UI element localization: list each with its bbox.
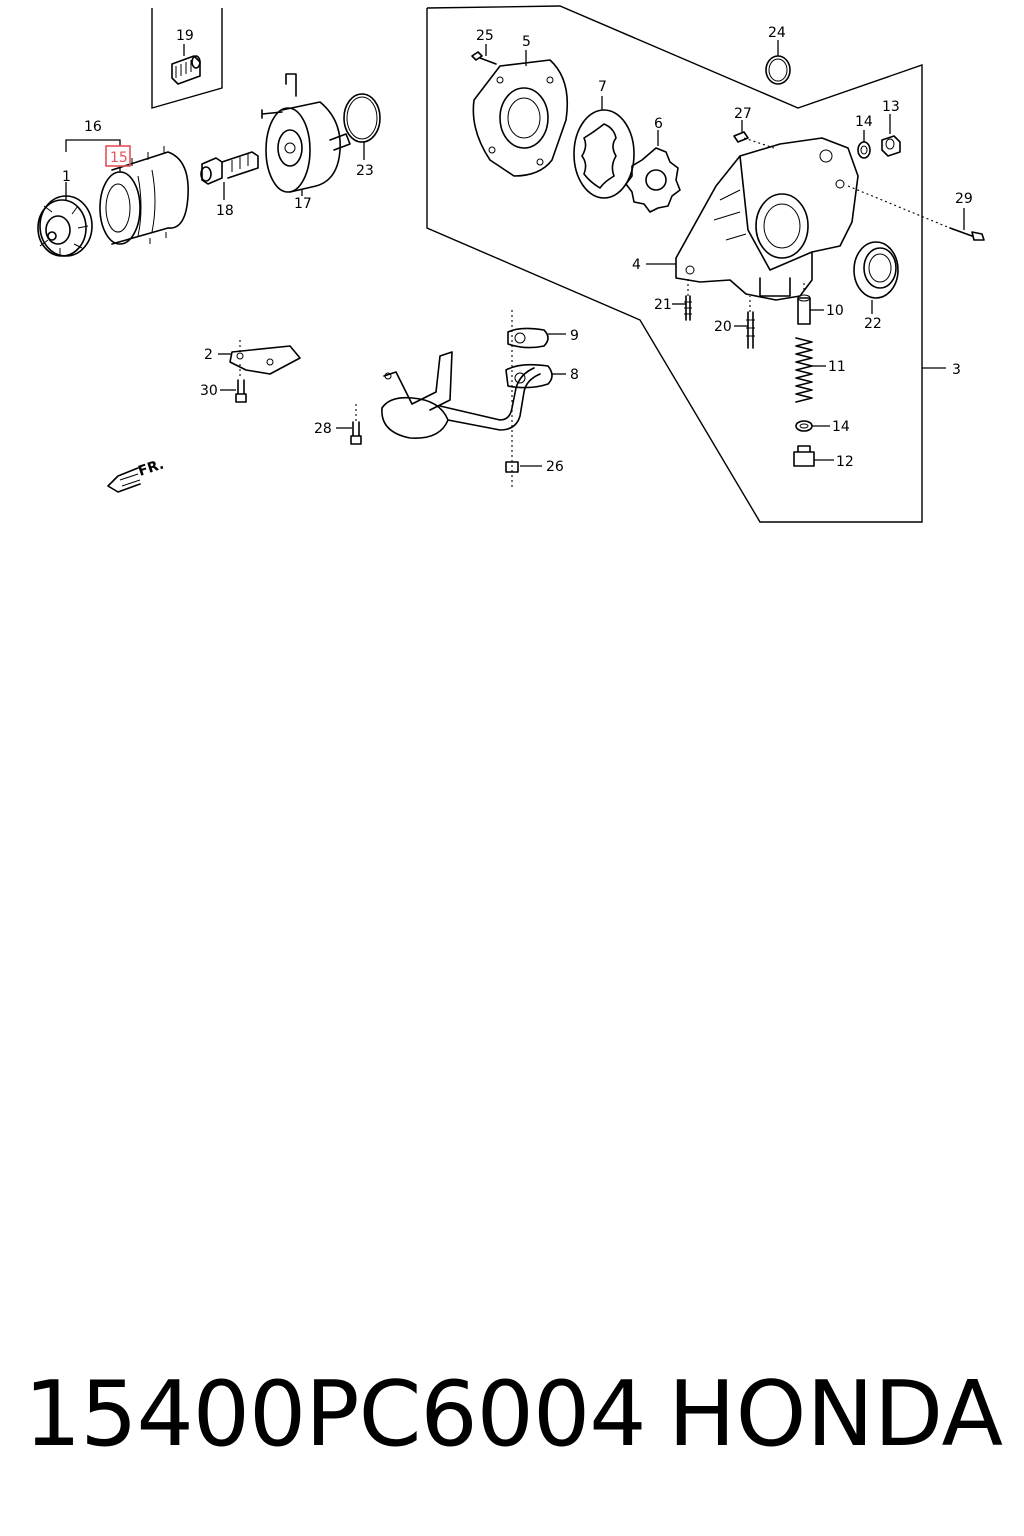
part-12-plug	[793, 445, 815, 467]
brand-name: HONDA	[668, 1362, 1004, 1467]
callout-18: 18	[216, 203, 234, 219]
part-23-o-ring	[343, 93, 381, 143]
callout-24: 24	[768, 25, 786, 41]
part-27-dowel	[733, 131, 775, 149]
callout-16: 16	[84, 119, 102, 135]
callout-12: 12	[836, 454, 854, 470]
callout-27: 27	[734, 106, 752, 122]
leader-lines	[65, 40, 965, 467]
callout-13: 13	[882, 99, 900, 115]
callout-5: 5	[522, 34, 531, 50]
part-19-box	[151, 8, 223, 109]
part-7-outer-rotor	[573, 109, 635, 199]
front-direction-label: FR.	[136, 457, 166, 480]
part-20-stud	[746, 296, 755, 349]
part-26-nut	[505, 461, 519, 473]
callout-9: 9	[570, 328, 579, 344]
part-30-bolt	[235, 364, 247, 403]
part-11-spring	[795, 337, 813, 403]
part-28-bolt-left	[350, 404, 362, 445]
part-24-o-ring	[765, 55, 791, 85]
callout-6: 6	[654, 116, 663, 132]
callout-22: 22	[864, 316, 882, 332]
parts-diagram: FR. 16 15	[37, 5, 985, 523]
part-17-oil-cooler	[261, 73, 351, 193]
callout-1: 1	[62, 169, 71, 185]
callout-10: 10	[826, 303, 844, 319]
callout-15: 15	[110, 150, 128, 166]
oil-pump-assembly-frame	[426, 5, 923, 523]
part-14-washer-top	[857, 141, 871, 159]
callout-7: 7	[598, 79, 607, 95]
callout-14-bottom: 14	[832, 419, 850, 435]
oil-strainer-pipe	[381, 351, 553, 439]
part-19-plug	[171, 55, 201, 85]
part-22-oil-seal	[853, 241, 899, 299]
callout-21: 21	[654, 297, 672, 313]
callout-23: 23	[356, 163, 374, 179]
highlight-box-15	[105, 145, 131, 167]
part-5-pump-cover	[472, 59, 569, 177]
callout-30: 30	[200, 383, 218, 399]
front-direction-arrow: FR.	[107, 457, 166, 493]
callout-14-top: 14	[855, 114, 873, 130]
callout-3: 3	[952, 362, 961, 378]
part-21-stud	[684, 276, 692, 321]
part-15-oil-filter	[99, 146, 189, 245]
callout-29: 29	[955, 191, 973, 207]
callout-2: 2	[204, 347, 213, 363]
callout-20: 20	[714, 319, 732, 335]
part-25-screw	[471, 51, 497, 65]
callout-4: 4	[632, 257, 641, 273]
callout-28-left: 28	[314, 421, 332, 437]
part-9-gasket	[507, 327, 549, 349]
part-1-filter-base	[37, 195, 93, 257]
callout-26: 26	[546, 459, 564, 475]
part-4-pump-housing	[675, 137, 859, 301]
callout-25: 25	[476, 28, 494, 44]
part-18-joint-bolt	[200, 151, 259, 185]
part-10-relief-valve	[797, 280, 811, 325]
callouts: 16 15 1 19 18 17 23 25 5 7 6 24 27 14 13…	[62, 25, 973, 475]
callout-17: 17	[294, 196, 312, 212]
part-29-bolt	[847, 185, 985, 241]
part-14-washer-bottom	[795, 420, 813, 432]
part-2-bracket	[229, 340, 301, 375]
callout-19: 19	[176, 28, 194, 44]
part-number: 15400PC6004	[24, 1362, 646, 1467]
part-13-plug	[881, 135, 901, 157]
callout-11: 11	[828, 359, 846, 375]
callout-8: 8	[570, 367, 579, 383]
part-6-inner-rotor	[625, 147, 681, 213]
footer: 15400PC6004 HONDA	[0, 1360, 1024, 1470]
